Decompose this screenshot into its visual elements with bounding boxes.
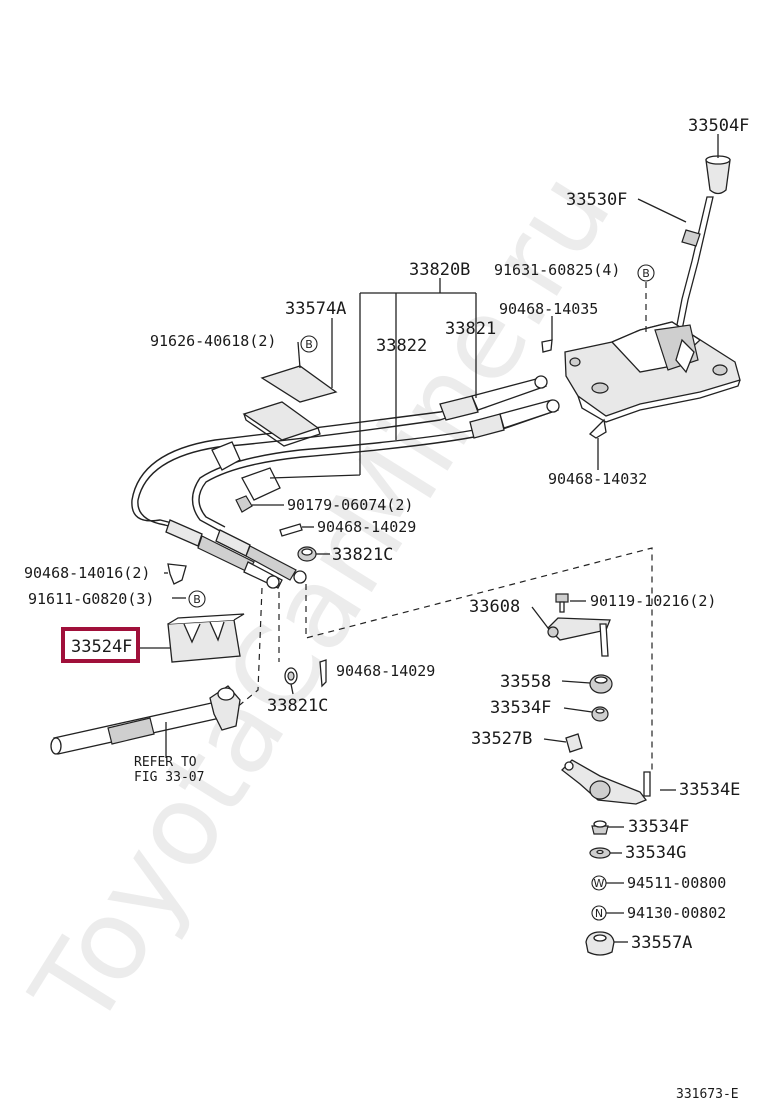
bushing-33534F-a[interactable]	[591, 706, 609, 722]
label-33822[interactable]: 33822	[376, 336, 427, 356]
label-33524F[interactable]: 33524F	[71, 637, 132, 657]
circled-w-mark: W	[594, 877, 605, 890]
label-90468-14035[interactable]: 90468-14035	[499, 300, 598, 318]
label-91626-40618[interactable]: 91626-40618(2)	[150, 332, 276, 350]
clip-90468-14016[interactable]	[167, 563, 187, 585]
clip-90468-14035[interactable]	[541, 339, 553, 353]
label-90468-14029-b[interactable]: 90468-14029	[336, 662, 435, 680]
label-90468-14032[interactable]: 90468-14032	[548, 470, 647, 488]
label-33534F-a[interactable]: 33534F	[490, 698, 551, 718]
label-90468-14029-a[interactable]: 90468-14029	[317, 518, 416, 536]
label-90119-10216[interactable]: 90119-10216(2)	[590, 592, 716, 610]
svg-text:B: B	[305, 338, 313, 351]
label-33534F-b[interactable]: 33534F	[628, 817, 689, 837]
label-33608[interactable]: 33608	[469, 597, 520, 617]
label-94511-00800[interactable]: 94511-00800	[627, 874, 726, 892]
label-33820B[interactable]: 33820B	[409, 260, 470, 280]
shift-cable[interactable]	[131, 375, 548, 589]
clip-90468-14029-a[interactable]	[279, 523, 303, 537]
label-90468-14016[interactable]: 90468-14016(2)	[24, 564, 150, 582]
clip-90468-14029-b[interactable]	[319, 659, 327, 688]
cable-bracket-33574A[interactable]	[242, 365, 338, 447]
cable-clamp[interactable]	[211, 441, 281, 501]
label-33821C-b[interactable]: 33821C	[267, 696, 328, 716]
clip-90468-14032[interactable]	[588, 418, 607, 439]
bushing-33821C-a[interactable]	[297, 546, 317, 562]
shift-knob[interactable]	[705, 155, 731, 195]
circled-b-mark-91631: B	[637, 264, 655, 282]
figure-code: 331673-E	[676, 1087, 739, 1102]
shift-lever-housing[interactable]	[564, 321, 741, 423]
label-33574A[interactable]: 33574A	[285, 299, 346, 319]
highlight-box-33524F	[61, 627, 140, 663]
svg-text:B: B	[193, 593, 201, 606]
label-33557A[interactable]: 33557A	[631, 933, 692, 953]
lever-33534E[interactable]	[561, 759, 651, 805]
circled-b-mark-91611: B	[188, 590, 206, 608]
circled-n-mark: N	[595, 907, 603, 920]
label-33530F[interactable]: 33530F	[566, 190, 627, 210]
label-33558[interactable]: 33558	[500, 672, 551, 692]
label-91631-60825[interactable]: 91631-60825(4)	[494, 261, 620, 279]
bushing-33534F-b[interactable]	[591, 820, 609, 835]
svg-text:B: B	[642, 267, 650, 280]
clip-33527B[interactable]	[565, 733, 583, 753]
transmission-shaft[interactable]	[50, 685, 241, 755]
label-33534E[interactable]: 33534E	[679, 780, 740, 800]
label-90179-06074[interactable]: 90179-06074(2)	[287, 496, 413, 514]
circled-b-mark-91626: B	[300, 335, 318, 353]
bushing-33821C-b[interactable]	[284, 667, 298, 685]
select-cable[interactable]	[191, 399, 560, 584]
washer-94511-00800[interactable]: W	[591, 875, 607, 891]
shift-lever-rod[interactable]	[675, 196, 714, 331]
lever-33608[interactable]	[547, 617, 611, 657]
leader-lines	[138, 134, 719, 943]
refer-note-line2[interactable]: FIG 33-07	[134, 770, 204, 785]
label-91611-G0820[interactable]: 91611-G0820(3)	[28, 590, 154, 608]
bolt-90119-10216[interactable]	[555, 593, 569, 613]
label-33821[interactable]: 33821	[445, 319, 496, 339]
bushing-33558[interactable]	[589, 674, 613, 694]
label-33821C-a[interactable]: 33821C	[332, 545, 393, 565]
washer-33534G[interactable]	[589, 847, 611, 859]
cap-33557A[interactable]	[585, 931, 615, 956]
refer-note-line1[interactable]: REFER TO	[134, 755, 197, 770]
bolt-90179-06074[interactable]	[235, 495, 253, 513]
label-33527B[interactable]: 33527B	[471, 729, 532, 749]
label-94130-00802[interactable]: 94130-00802	[627, 904, 726, 922]
label-33504F[interactable]: 33504F	[688, 116, 749, 136]
bracket-33524F[interactable]	[167, 613, 245, 663]
nut-94130-00802[interactable]: N	[591, 905, 607, 921]
label-33534G[interactable]: 33534G	[625, 843, 686, 863]
